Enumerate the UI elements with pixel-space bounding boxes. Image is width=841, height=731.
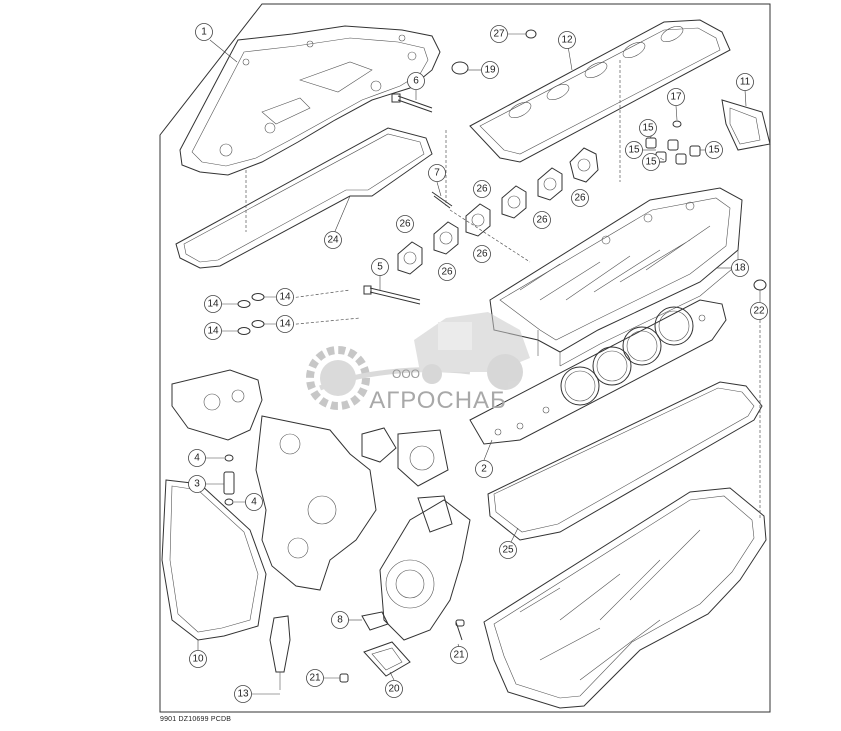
front-cover-gasket-10 (161, 479, 267, 641)
callout-22: 22 (753, 306, 765, 317)
exhaust-gasket-12 (469, 19, 731, 163)
flange-gasket-20 (363, 641, 411, 677)
callout-12: 12 (561, 35, 573, 46)
pump-gaskets (361, 427, 449, 487)
callout-20: 20 (388, 684, 400, 695)
cylinder-head-part (489, 187, 743, 367)
o-rings-14 (237, 293, 265, 335)
injector-13 (269, 615, 291, 690)
callout-14: 14 (207, 326, 219, 337)
plunger-3 (223, 454, 235, 506)
callout-17: 17 (670, 92, 682, 103)
oil-pan-part (483, 487, 767, 709)
bolt-7 (431, 191, 453, 209)
callout-3: 3 (194, 479, 200, 490)
watermark-ooo: ООО (392, 367, 420, 381)
bolt-6 (391, 93, 433, 113)
callout-15: 15 (628, 145, 640, 156)
bolt-5 (363, 285, 421, 305)
callout-13: 13 (237, 689, 249, 700)
callout-14: 14 (279, 319, 291, 330)
callout-26: 26 (574, 193, 586, 204)
callout-7: 7 (434, 168, 440, 179)
callout-27: 27 (493, 29, 505, 40)
seal-27 (525, 29, 537, 39)
turbocharger-part (379, 495, 471, 641)
callout-26: 26 (441, 267, 453, 278)
callout-8: 8 (337, 615, 343, 626)
callout-26: 26 (399, 219, 411, 230)
cover-plate-11 (721, 99, 771, 151)
callout-24: 24 (327, 235, 339, 246)
callout-14: 14 (207, 299, 219, 310)
callout-26: 26 (476, 184, 488, 195)
callout-15: 15 (708, 145, 720, 156)
callout-18: 18 (734, 263, 746, 274)
pump-housing-part (171, 369, 263, 441)
callout-25: 25 (502, 545, 514, 556)
callout-14: 14 (279, 292, 291, 303)
callout-6: 6 (413, 76, 419, 87)
valve-cover-part (179, 25, 441, 176)
callout-21: 21 (309, 673, 321, 684)
callout-21: 21 (453, 650, 465, 661)
callout-11: 11 (740, 77, 751, 88)
callout-15: 15 (645, 157, 657, 168)
callout-1: 1 (201, 27, 207, 38)
callout-5: 5 (377, 262, 383, 273)
o-ring-22 (753, 279, 767, 291)
oil-pan-gasket-25 (487, 381, 763, 541)
callout-10: 10 (192, 654, 204, 665)
diagram-frame (159, 3, 771, 713)
injector-seals-26 (397, 147, 599, 275)
drawing-code: 9901 DZ10699 PCDB (160, 716, 232, 723)
watermark-logo (306, 312, 530, 410)
bolts-21 (339, 619, 465, 683)
head-gasket-2 (469, 299, 727, 445)
callout-4: 4 (251, 497, 257, 508)
callout-4: 4 (194, 453, 200, 464)
o-ring-19 (451, 61, 469, 75)
fittings-15-17 (645, 120, 701, 165)
flange-gasket-8 (361, 611, 389, 631)
callout-19: 19 (484, 65, 496, 76)
front-cover-part (255, 415, 377, 591)
callout-15: 15 (642, 123, 654, 134)
valve-cover-gasket (175, 127, 433, 269)
callout-2: 2 (481, 464, 487, 475)
watermark-name: АГРОСНАБ (369, 387, 507, 414)
callouts: 1 2 3 4 4 5 6 7 8 10 11 12 13 14 14 14 1… (188, 23, 768, 703)
callout-26: 26 (536, 215, 548, 226)
callout-26: 26 (476, 249, 488, 260)
